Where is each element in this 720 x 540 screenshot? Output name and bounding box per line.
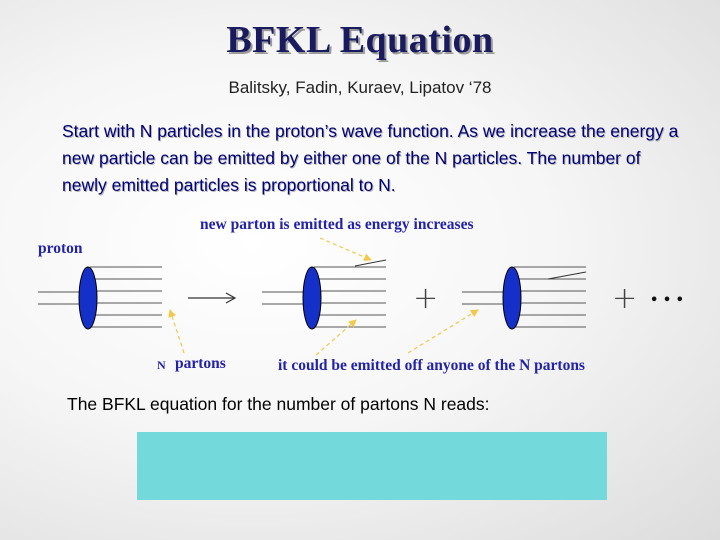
plus-sign-2: + <box>612 281 637 316</box>
label-n: N <box>157 358 166 372</box>
bfkl-diagram: proton new parton is emitted as energy i… <box>38 216 684 374</box>
proton-1 <box>38 266 162 330</box>
ellipsis: • • • <box>650 293 684 308</box>
plus-sign-1: + <box>413 281 438 316</box>
pointer-arrow-emitted-off-2 <box>407 309 479 354</box>
proton-1-ellipse <box>78 266 98 330</box>
pointer-arrow-emitted-off-1 <box>315 319 357 356</box>
pointer-arrow-n-partons <box>168 309 185 354</box>
pointer-arrow-new-parton <box>319 237 372 261</box>
proton-2 <box>262 259 387 330</box>
emitted-parton-line-1 <box>354 259 387 267</box>
label-proton: proton <box>38 240 83 257</box>
label-new-parton: new parton is emitted as energy increase… <box>200 216 474 233</box>
authors: Balitsky, Fadin, Kuraev, Lipatov ‘78 <box>228 78 492 97</box>
label-emitted-off: it could be emitted off anyone of the N … <box>278 357 585 374</box>
proton-3-ellipse <box>502 266 522 330</box>
proton-3 <box>462 266 587 330</box>
label-partons: partons <box>175 355 226 372</box>
arrow-right-icon <box>188 292 237 304</box>
slide-title: BFKL Equation <box>226 19 494 61</box>
intro-paragraph: Start with N particles in the proton’s w… <box>62 121 679 195</box>
equation-intro: The BFKL equation for the number of part… <box>67 394 490 414</box>
emitted-parton-line-2 <box>547 271 587 280</box>
equation-box <box>137 432 607 500</box>
proton-2-ellipse <box>302 266 322 330</box>
